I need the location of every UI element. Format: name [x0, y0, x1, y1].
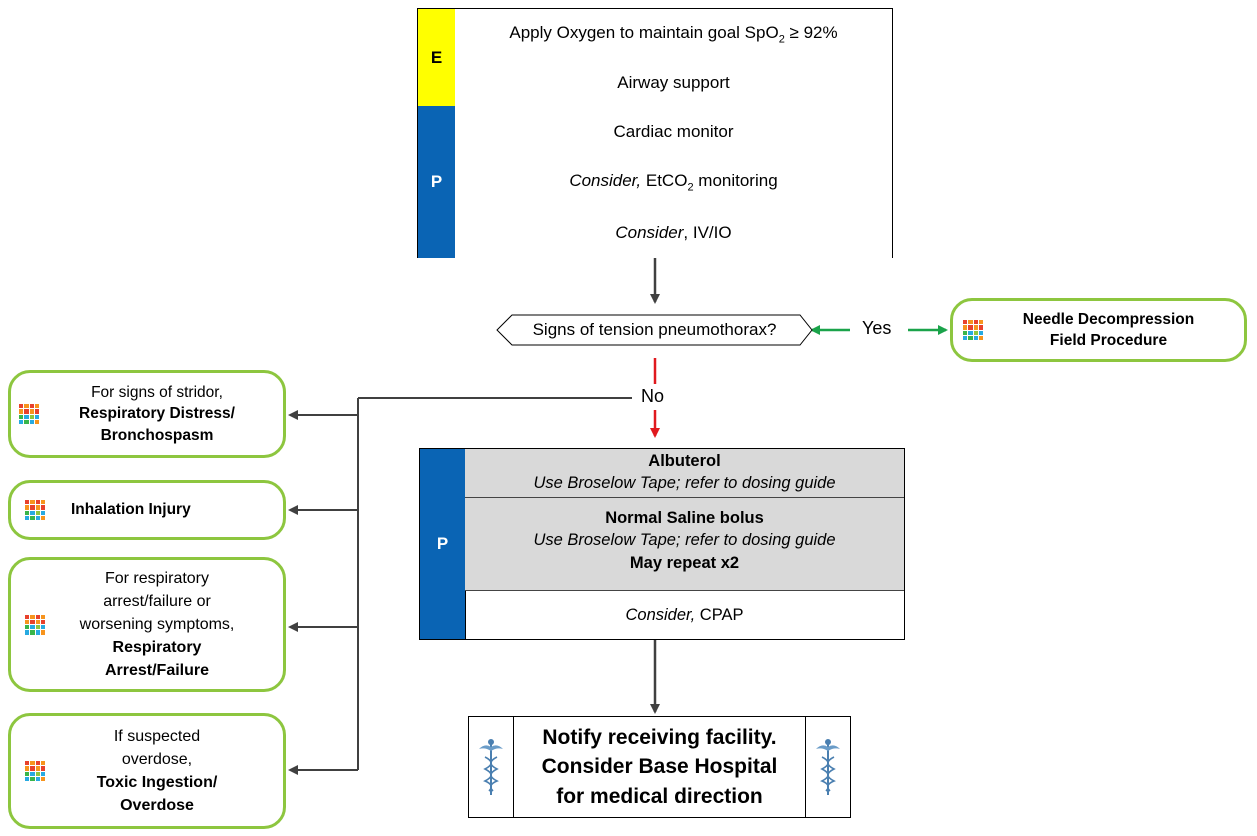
- paramedic-level-tag: P: [418, 106, 456, 258]
- oxygen-row: Apply Oxygen to maintain goal SpO2 ≥ 92%: [455, 9, 892, 60]
- overdose-pre2: overdose,: [121, 750, 193, 768]
- cardiac-row: Cardiac monitor: [455, 106, 892, 158]
- assessment-table: E P Apply Oxygen to maintain goal SpO2 ≥…: [417, 8, 893, 258]
- airway-row: Airway support: [455, 59, 892, 107]
- protocol-grid-icon: [25, 500, 45, 520]
- airway-text: Airway support: [617, 72, 730, 92]
- notify-line1: Notify receiving facility.: [542, 725, 777, 749]
- iv-consider: Consider: [615, 223, 684, 242]
- paramedic-level-tag: P: [420, 449, 466, 639]
- etco2-row: Consider, EtCO2 monitoring: [455, 157, 892, 209]
- cpap-consider: Consider,: [625, 605, 696, 624]
- caduceus-icon: [814, 737, 842, 797]
- stridor-box[interactable]: For signs of stridor, Respiratory Distre…: [8, 370, 286, 458]
- yes-label: Yes: [858, 318, 896, 339]
- overdose-pre1: If suspected: [113, 727, 201, 745]
- emt-tag-label: E: [430, 47, 443, 67]
- resp-arrest-bold2: Arrest/Failure: [104, 662, 210, 680]
- albuterol-note: Use Broselow Tape; refer to dosing guide: [533, 474, 836, 493]
- cardiac-text: Cardiac monitor: [613, 121, 734, 141]
- needle-line2: Field Procedure: [1049, 332, 1168, 349]
- medication-divider: [465, 497, 904, 498]
- emt-level-tag: E: [418, 9, 456, 106]
- medication-shaded-area: Albuterol Use Broselow Tape; refer to do…: [465, 449, 904, 591]
- iv-row: Consider, IV/IO: [455, 208, 892, 258]
- inhalation-box[interactable]: Inhalation Injury: [8, 480, 286, 540]
- saline-block: Normal Saline bolus Use Broselow Tape; r…: [465, 507, 904, 574]
- resp-arrest-pre2: arrest/failure or: [103, 592, 211, 610]
- paramedic-tag-label: P: [430, 172, 443, 191]
- stridor-bold1: Respiratory Distress/: [79, 405, 235, 423]
- caduceus-icon: [477, 737, 505, 797]
- resp-arrest-pre3: worsening symptoms,: [79, 615, 235, 633]
- iv-text: , IV/IO: [683, 223, 732, 242]
- resp-arrest-pre1: For respiratory: [104, 569, 210, 587]
- etco2-consider: Consider,: [569, 171, 642, 191]
- med-p-tag-label: P: [436, 534, 449, 553]
- notify-text: Notify receiving facility. Consider Base…: [513, 717, 806, 817]
- saline-name: Normal Saline bolus: [605, 509, 764, 527]
- stridor-bold2: Bronchospasm: [100, 426, 214, 444]
- protocol-grid-icon: [19, 404, 39, 424]
- notify-box: Notify receiving facility. Consider Base…: [468, 716, 851, 818]
- needle-decompression-box[interactable]: Needle Decompression Field Procedure: [950, 298, 1247, 362]
- decision-shape: [496, 314, 813, 346]
- oxygen-text: Apply Oxygen to maintain goal SpO: [509, 22, 779, 42]
- etco2-text: EtCO: [641, 171, 688, 191]
- etco2-suffix: monitoring: [693, 171, 778, 191]
- notify-line3: for medical direction: [556, 784, 763, 808]
- resp-arrest-box[interactable]: For respiratory arrest/failure or worsen…: [8, 557, 286, 692]
- medication-table: P Albuterol Use Broselow Tape; refer to …: [419, 448, 905, 640]
- needle-line1: Needle Decompression: [1022, 310, 1195, 328]
- decision-node: Signs of tension pneumothorax?: [497, 315, 812, 345]
- resp-arrest-bold1: Respiratory: [112, 639, 202, 657]
- notify-line2: Consider Base Hospital: [541, 755, 778, 779]
- oxygen-goal: ≥ 92%: [784, 22, 838, 42]
- cpap-text: CPAP: [695, 605, 744, 624]
- albuterol-name: Albuterol: [648, 452, 721, 470]
- protocol-grid-icon: [25, 761, 45, 781]
- decision-question: Signs of tension pneumothorax?: [532, 320, 777, 339]
- inhalation-text: Inhalation Injury: [71, 501, 191, 519]
- overdose-box[interactable]: If suspected overdose, Toxic Ingestion/ …: [8, 713, 286, 829]
- oxygen-subscript: 2: [778, 33, 785, 46]
- etco2-subscript: 2: [687, 181, 694, 194]
- overdose-bold2: Overdose: [120, 797, 194, 815]
- albuterol-block: Albuterol Use Broselow Tape; refer to do…: [465, 450, 904, 495]
- cpap-row: Consider, CPAP: [465, 591, 904, 639]
- saline-note: Use Broselow Tape; refer to dosing guide: [533, 531, 836, 550]
- overdose-bold1: Toxic Ingestion/: [96, 774, 218, 791]
- protocol-grid-icon: [25, 614, 45, 635]
- protocol-grid-icon: [963, 320, 983, 340]
- no-label: No: [637, 386, 669, 407]
- saline-repeat: May repeat x2: [629, 553, 740, 572]
- stridor-pre: For signs of stridor,: [91, 383, 223, 401]
